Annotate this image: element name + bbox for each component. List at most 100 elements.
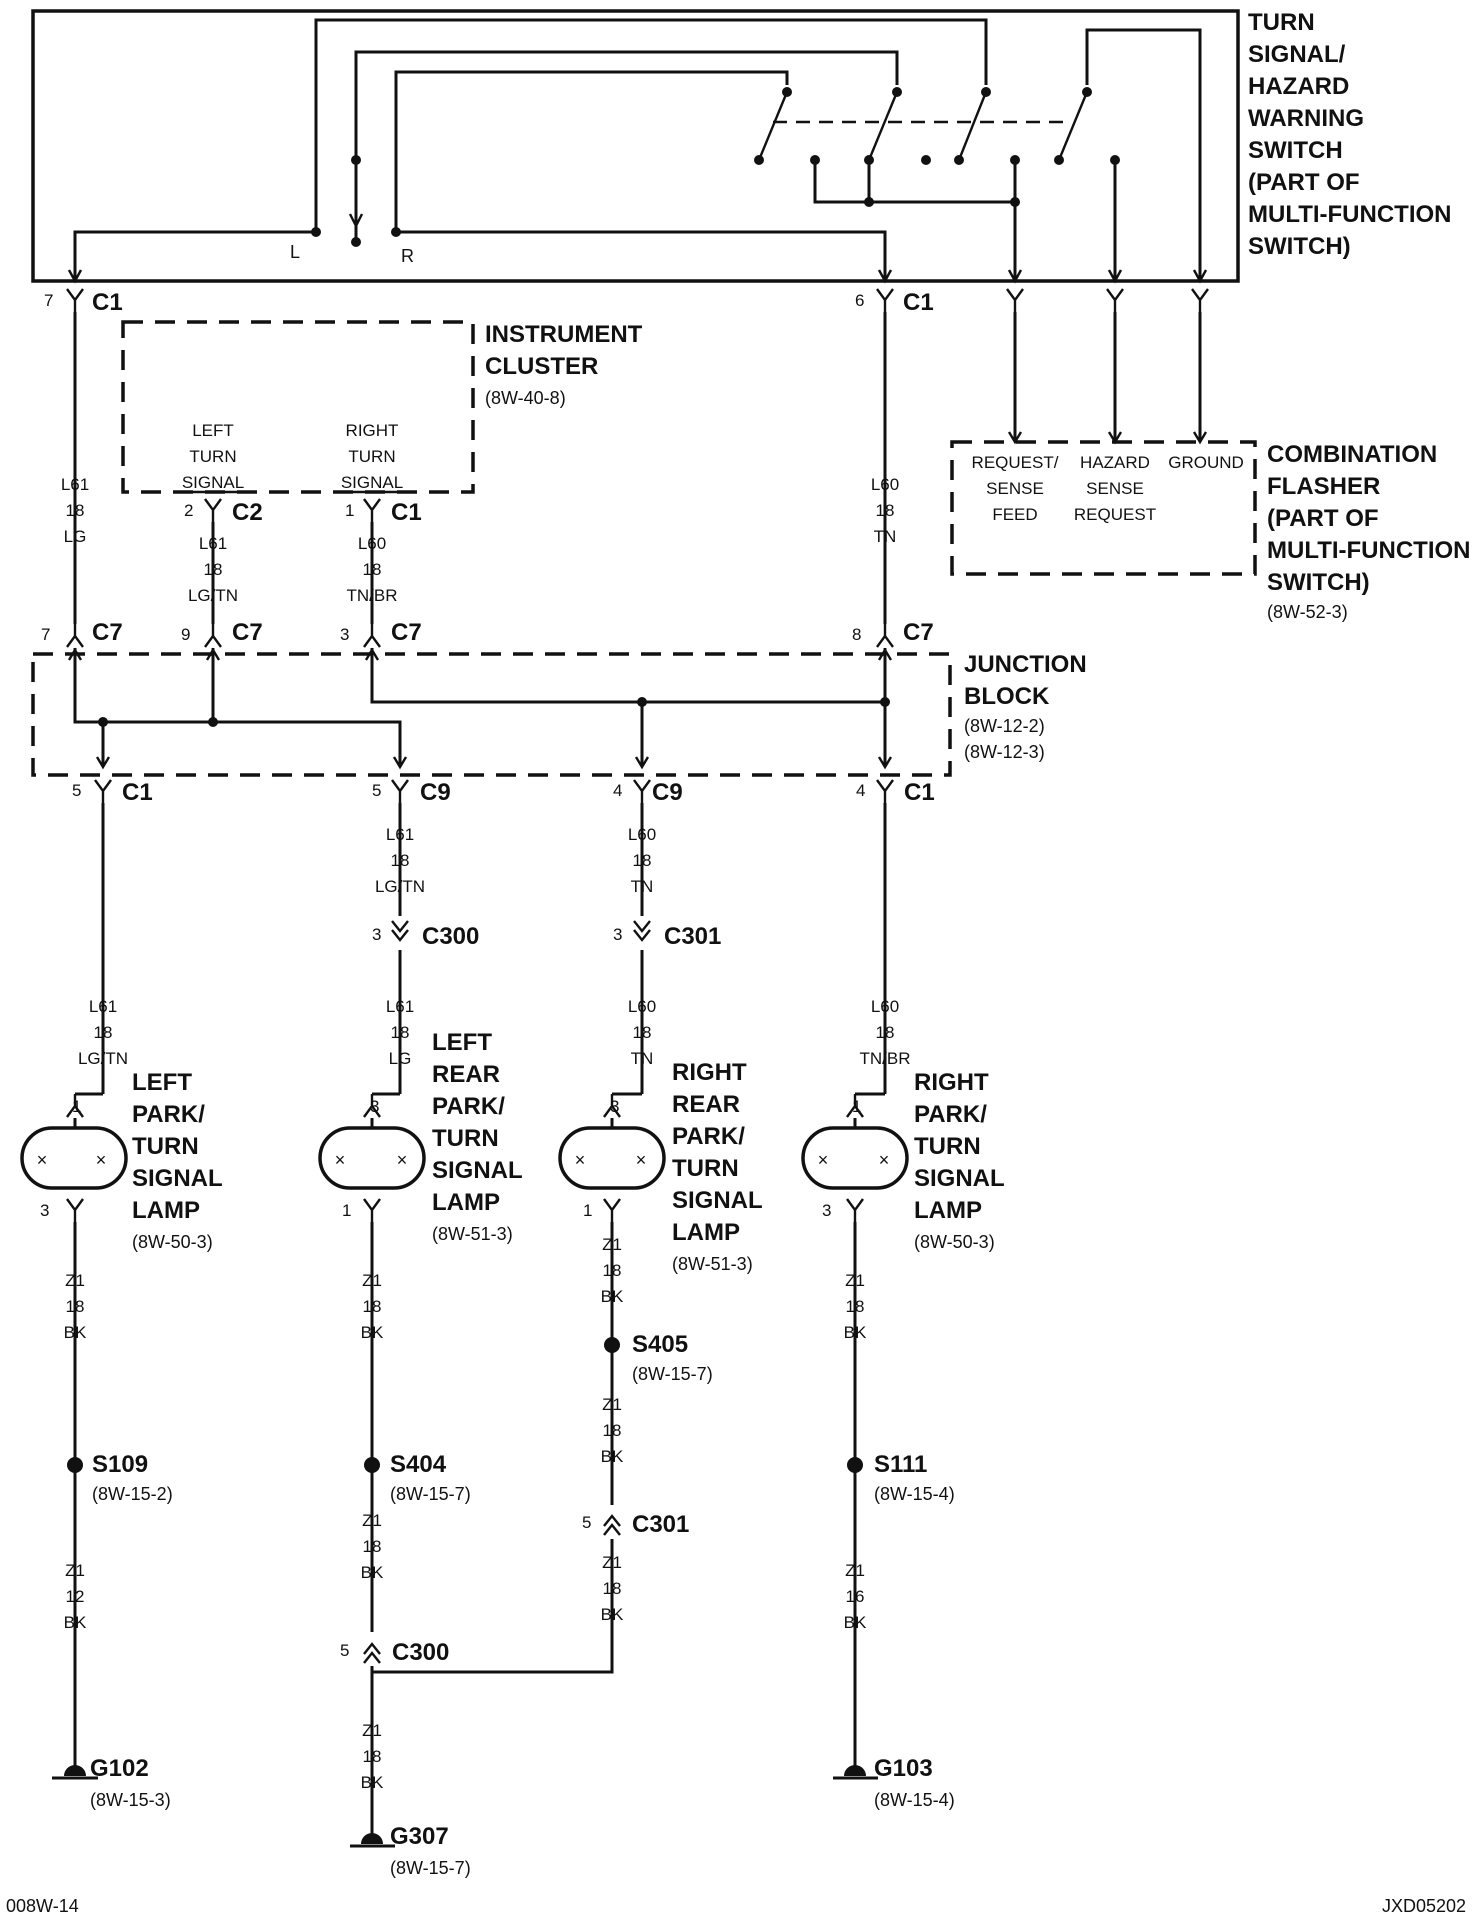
svg-text:18: 18 [363,1297,382,1316]
svg-text:(8W-50-3): (8W-50-3) [132,1232,213,1252]
svg-text:LG: LG [389,1049,412,1068]
connector-c9-pin5: 5 C9 [372,778,451,806]
svg-text:18: 18 [846,1297,865,1316]
svg-text:16: 16 [846,1587,865,1606]
svg-text:5: 5 [372,781,381,800]
svg-text:(8W-15-3): (8W-15-3) [90,1790,171,1810]
svg-text:18: 18 [633,851,652,870]
svg-text:L60: L60 [628,825,656,844]
svg-text:(8W-12-2): (8W-12-2) [964,716,1045,736]
svg-text:18: 18 [94,1023,113,1042]
flasher-wires [1013,312,1202,442]
wire-label-l61-c9: L61 18 LG/TN [375,825,425,896]
connector-c7-pin3: 3 C7 [340,619,422,649]
connector-c1-pin7: 7 C1 [44,287,123,316]
ground-label-lr2: Z1 18 BK [361,1511,384,1582]
svg-text:TN: TN [874,527,897,546]
svg-text:×: × [636,1150,647,1170]
svg-text:6: 6 [855,291,864,310]
svg-text:BLOCK: BLOCK [964,683,1050,710]
junction-block-internal [67,647,893,770]
svg-text:3: 3 [372,925,381,944]
ground-label-rr3: Z1 18 BK [601,1553,624,1624]
svg-text:HAZARD: HAZARD [1248,73,1349,100]
svg-text:1: 1 [345,501,354,520]
svg-text:L61: L61 [386,997,414,1016]
ground-label-lr1: Z1 18 BK [361,1271,384,1342]
svg-text:5: 5 [72,781,81,800]
svg-text:(8W-51-3): (8W-51-3) [432,1224,513,1244]
svg-text:C7: C7 [391,619,422,646]
connector-c7-pin9: 9 C7 [181,619,263,649]
svg-text:RIGHT: RIGHT [346,421,399,440]
svg-text:18: 18 [603,1261,622,1280]
svg-text:L60: L60 [871,475,899,494]
connector-c300-pin3: 3 C300 [372,919,479,950]
svg-text:(8W-15-7): (8W-15-7) [632,1364,713,1384]
svg-text:REQUEST: REQUEST [1074,505,1156,524]
svg-text:BK: BK [64,1323,87,1342]
left-turn-signal-indicator: LEFT TURN SIGNAL [182,421,244,494]
connector-c7-pin7: 7 C7 [41,619,123,649]
svg-text:TN/BR: TN/BR [347,586,398,605]
svg-text:L60: L60 [871,997,899,1016]
svg-text:(8W-40-8): (8W-40-8) [485,388,566,408]
svg-text:C301: C301 [664,923,721,950]
svg-text:18: 18 [363,560,382,579]
svg-text:LEFT: LEFT [192,421,234,440]
svg-text:3: 3 [340,625,349,644]
footer-left: 008W-14 [6,1896,79,1916]
svg-text:FEED: FEED [992,505,1037,524]
svg-text:BK: BK [361,1773,384,1792]
svg-text:G307: G307 [390,1823,449,1850]
svg-text:18: 18 [204,560,223,579]
ground-label-lr3: Z1 18 BK [361,1721,384,1792]
svg-text:18: 18 [363,1747,382,1766]
svg-text:SIGNAL: SIGNAL [672,1187,763,1214]
svg-text:18: 18 [876,501,895,520]
svg-text:TN: TN [631,877,654,896]
connector-c2-pin2: 2 C2 [184,497,263,526]
svg-text:(8W-15-2): (8W-15-2) [92,1484,173,1504]
svg-text:JUNCTION: JUNCTION [964,651,1087,678]
svg-text:(8W-15-7): (8W-15-7) [390,1858,471,1878]
svg-text:C1: C1 [122,779,153,806]
splice-s405: S405 (8W-15-7) [604,1331,713,1384]
svg-text:G103: G103 [874,1755,933,1782]
svg-text:TURN: TURN [1248,9,1315,36]
svg-text:S109: S109 [92,1451,148,1478]
svg-text:5: 5 [582,1513,591,1532]
flasher-connector-1 [1005,287,1025,314]
svg-text:18: 18 [633,1023,652,1042]
svg-text:1: 1 [342,1201,351,1220]
svg-text:LG/TN: LG/TN [188,586,238,605]
svg-text:Z1: Z1 [602,1235,622,1254]
svg-text:L60: L60 [628,997,656,1016]
svg-text:(8W-12-3): (8W-12-3) [964,742,1045,762]
right-park-turn-signal-lamp: 1 × × 3 RIGHT PARK/ TURN SIGNAL LAMP (8W… [801,1069,1005,1252]
svg-text:SENSE: SENSE [986,479,1044,498]
svg-text:Z1: Z1 [845,1271,865,1290]
svg-text:G102: G102 [90,1755,149,1782]
svg-text:(8W-15-4): (8W-15-4) [874,1484,955,1504]
svg-text:TURN: TURN [132,1133,199,1160]
svg-text:3: 3 [610,1097,619,1116]
connector-c1-pin4: 4 C1 [856,778,935,806]
svg-text:1: 1 [72,1097,81,1116]
svg-text:INSTRUMENT: INSTRUMENT [485,321,643,348]
connector-c1-pin5: 5 C1 [72,778,153,806]
splice-s404: S404 (8W-15-7) [364,1451,471,1504]
svg-text:18: 18 [391,1023,410,1042]
left-park-turn-signal-lamp: 1 × × 3 LEFT PARK/ TURN SIGNAL LAMP (8W-… [20,1069,223,1252]
svg-text:BK: BK [844,1613,867,1632]
combination-flasher-title: COMBINATION FLASHER (PART OF MULTI-FUNCT… [1267,441,1471,622]
svg-text:LG/TN: LG/TN [375,877,425,896]
svg-text:S404: S404 [390,1451,447,1478]
svg-text:SIGNAL/: SIGNAL/ [1248,41,1346,68]
svg-text:C7: C7 [92,619,123,646]
svg-text:18: 18 [66,501,85,520]
svg-text:LEFT: LEFT [432,1029,492,1056]
svg-text:REQUEST/: REQUEST/ [972,453,1059,472]
connector-c7-pin8: 8 C7 [852,619,934,649]
